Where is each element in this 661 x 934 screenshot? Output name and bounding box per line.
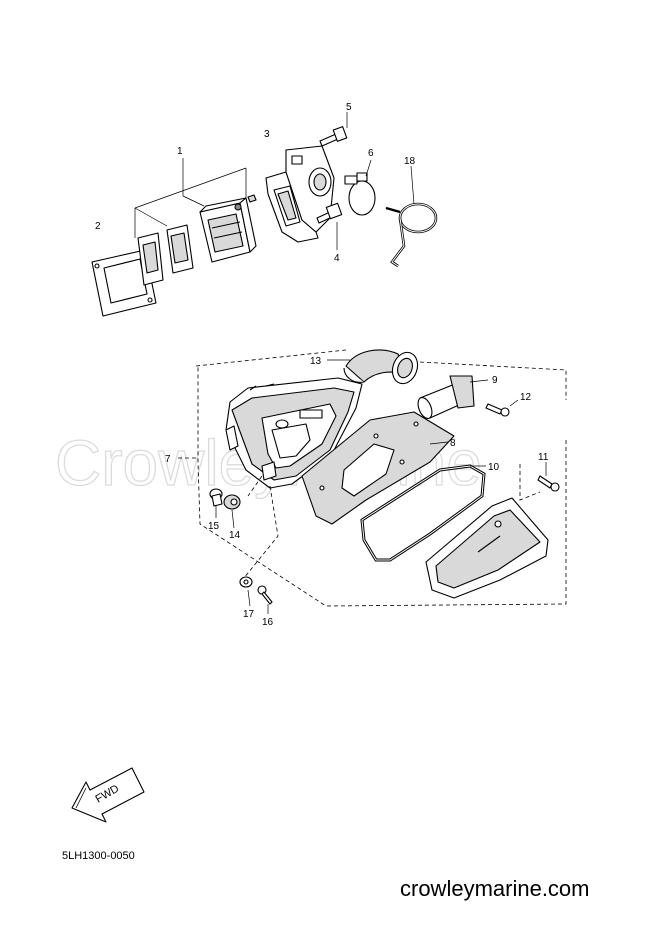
part-9-duct: [417, 375, 475, 419]
part-10-seal: [360, 464, 486, 562]
part-11-screw: [537, 475, 560, 492]
part-18-leader: [410, 165, 415, 205]
callout-8: 8: [450, 438, 456, 449]
fwd-arrow: FWD: [71, 767, 145, 823]
part-5-bolt: [319, 126, 348, 147]
callout-14: 14: [229, 530, 241, 541]
part-13-intake-boot: [343, 349, 419, 385]
part-15-bolt: [209, 488, 223, 507]
part-3-intake-manifold: [265, 145, 335, 243]
part-11-dashed: [519, 464, 541, 501]
part-4-bolt: [316, 202, 343, 224]
part-12-screw: [485, 403, 510, 417]
part-17-leader: [247, 589, 251, 607]
part-8-leader: [429, 441, 449, 445]
airbox-cover: [425, 497, 549, 599]
part-18-spring: [385, 202, 438, 268]
part-7-inner-leader: [243, 475, 279, 579]
callout-13: 13: [310, 356, 322, 367]
part-8-filter-element: [301, 411, 455, 525]
callout-16: 16: [262, 617, 274, 628]
part-14-collar: [223, 494, 241, 510]
callout-11: 11: [538, 452, 549, 463]
drawing-code: 5LH1300-0050: [62, 850, 135, 862]
part-16-screw: [257, 585, 273, 605]
group-outline: [195, 349, 567, 607]
callout-18: 18: [404, 156, 416, 167]
callout-4: 4: [334, 253, 340, 264]
callout-9: 9: [492, 375, 498, 386]
part-6-leader: [365, 159, 372, 177]
callout-2: 2: [95, 221, 101, 232]
callout-5: 5: [346, 102, 352, 113]
site-footer: crowleymarine.com: [400, 876, 590, 901]
part-17-washer: [239, 576, 253, 588]
part-1-leader: [134, 158, 247, 238]
callout-10: 10: [488, 462, 500, 473]
callout-1: 1: [177, 146, 183, 157]
part-12-leader: [509, 399, 519, 407]
part-6-clamp: [344, 172, 376, 216]
callout-12: 12: [520, 392, 532, 403]
callout-3: 3: [264, 129, 270, 140]
callout-7: 7: [165, 454, 171, 465]
callout-6: 6: [368, 148, 374, 159]
callout-17: 17: [243, 609, 255, 620]
callout-15: 15: [208, 521, 220, 532]
part-2-gasket: [91, 249, 157, 317]
part-9-leader: [469, 379, 489, 383]
part-1-reed-valve: [137, 194, 257, 286]
part-14-leader: [231, 509, 235, 529]
